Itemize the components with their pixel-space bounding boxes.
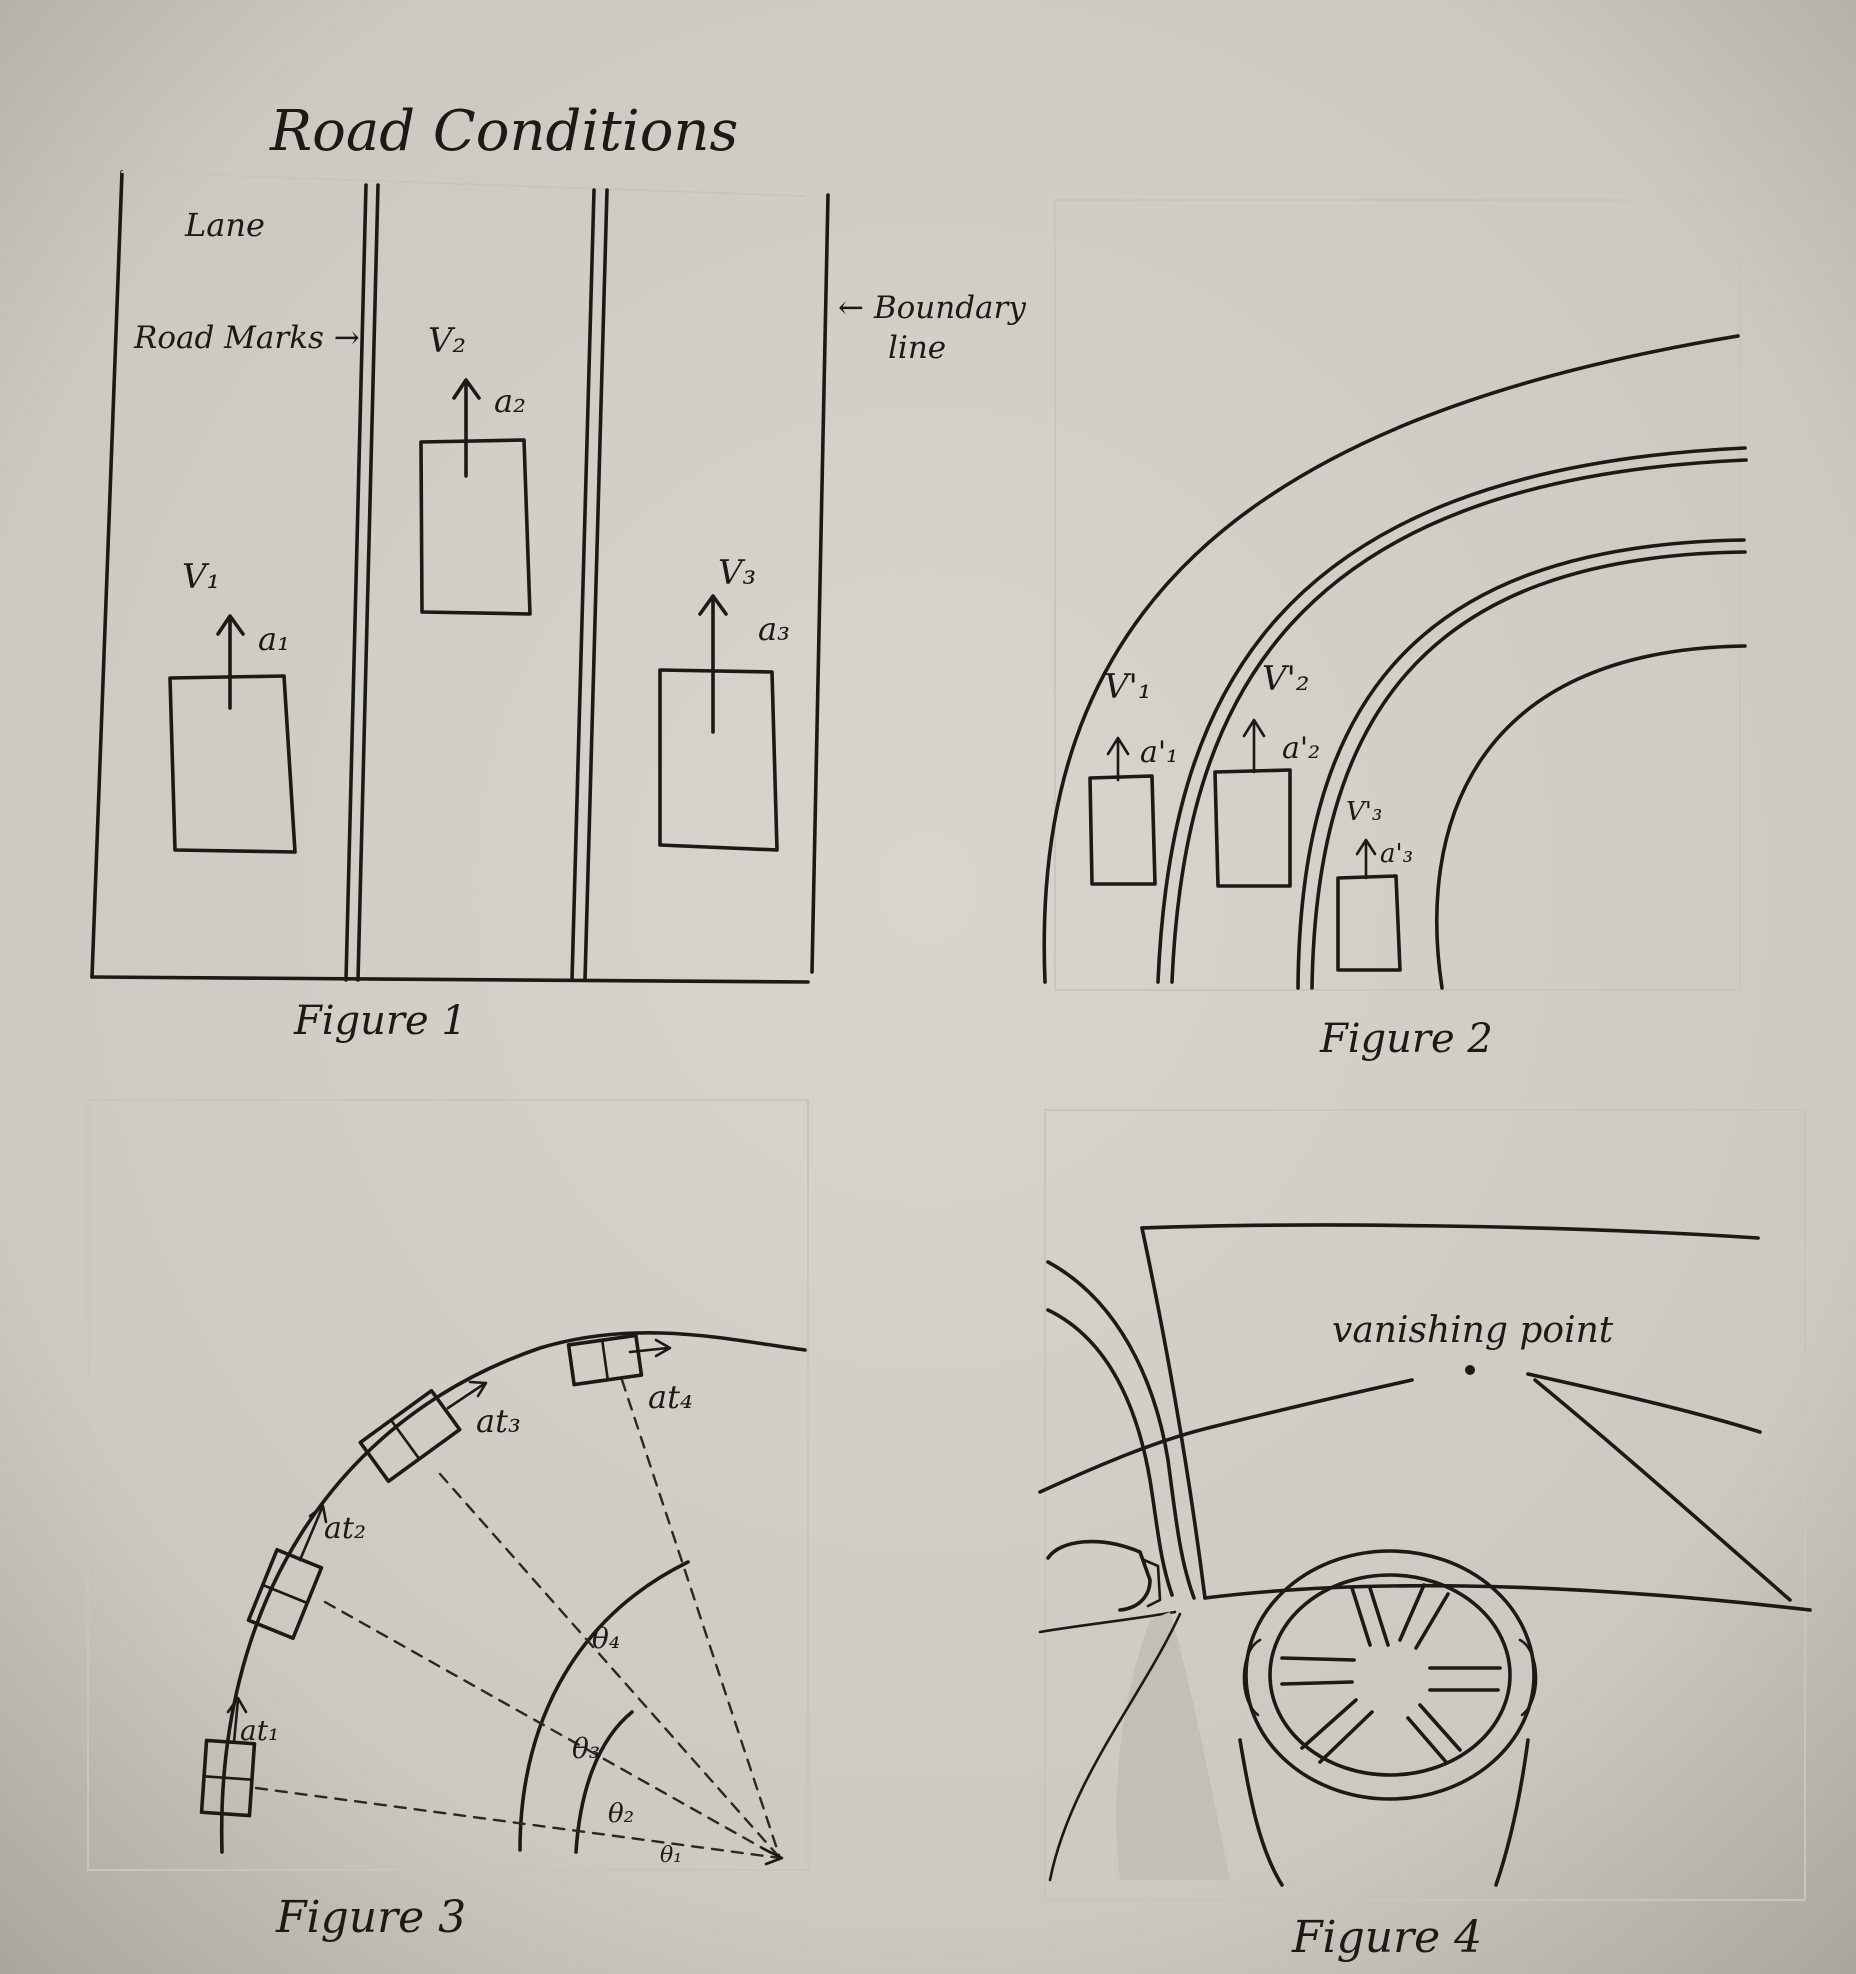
label-v3-prime: V'₃: [1346, 797, 1382, 827]
vanishing-point-label: vanishing point: [1332, 1310, 1614, 1351]
label-v3: V₃: [718, 553, 756, 593]
label-at2: at₂: [324, 1511, 366, 1546]
label-theta2: θ₂: [608, 1799, 634, 1829]
figure1-caption: Figure 1: [293, 998, 467, 1044]
label-theta4: θ₄: [592, 1622, 620, 1655]
label-theta3: θ₃: [572, 1732, 600, 1765]
label-at1: at₁: [240, 1714, 279, 1747]
vanishing-point-dot: [1465, 1365, 1475, 1375]
label-a3: a₃: [758, 610, 790, 648]
label-theta1: θ₁: [660, 1843, 682, 1868]
road-marks-label: Road Marks →: [133, 320, 360, 356]
page-title: Road Conditions: [269, 99, 738, 164]
figure3-caption: Figure 3: [275, 1892, 466, 1943]
boundary-line-label-1: ← Boundary: [838, 290, 1026, 326]
label-v2: V₂: [428, 321, 466, 361]
boundary-line-label-2: line: [888, 330, 946, 366]
figure4-caption: Figure 4: [1291, 1912, 1482, 1963]
label-v1-prime: V'₁: [1104, 667, 1152, 707]
lane-label: Lane: [184, 206, 265, 244]
label-a2-prime: a'₂: [1282, 731, 1320, 766]
label-at3: at₃: [476, 1402, 521, 1440]
label-v2-prime: V'₂: [1262, 659, 1310, 699]
label-a1: a₁: [258, 620, 290, 658]
label-a3-prime: a'₃: [1380, 839, 1413, 869]
label-at4: at₄: [648, 1378, 693, 1416]
figure2-caption: Figure 2: [1319, 1016, 1493, 1062]
label-a2: a₂: [494, 382, 526, 420]
label-v1: V₁: [182, 557, 220, 597]
label-a1-prime: a'₁: [1140, 735, 1178, 770]
